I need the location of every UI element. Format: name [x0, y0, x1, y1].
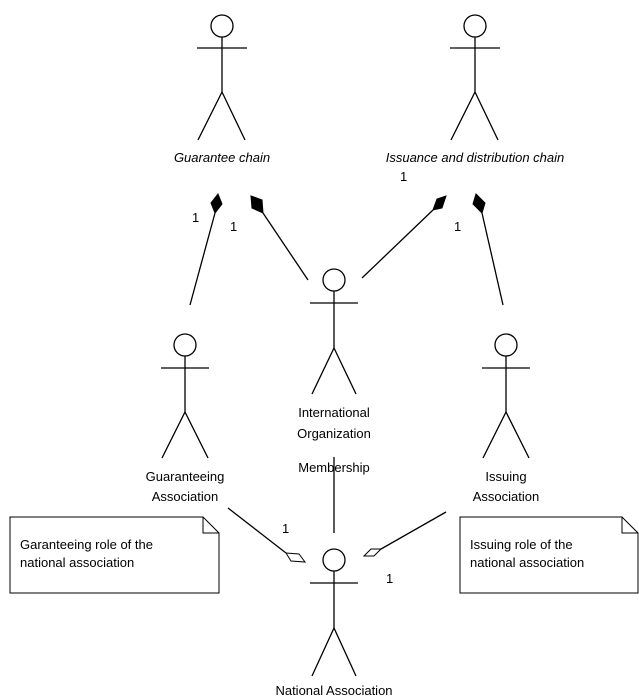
association-label-membership: Membership	[298, 460, 370, 475]
actor-issuance-chain[interactable]: Issuance and distribution chain	[386, 14, 565, 165]
association-line	[262, 212, 309, 281]
actor-label-issuance-chain: Issuance and distribution chain	[386, 150, 565, 165]
actor-national-association[interactable]: National Association	[275, 548, 393, 698]
association-line	[189, 212, 216, 306]
association-line	[227, 507, 287, 554]
actor-label-national-association: National Association	[275, 683, 392, 698]
aggregation-issuing-to-national[interactable]: 1	[362, 511, 447, 586]
actor-figure-icon	[482, 333, 530, 459]
actor-figure-icon	[310, 548, 358, 677]
note-box-icon	[9, 516, 220, 594]
filled-diamond-icon	[250, 195, 264, 214]
actor-label-guaranteeing-assoc-line1: Guaranteeing	[146, 469, 225, 484]
filled-diamond-icon	[472, 193, 486, 214]
actor-international-organization[interactable]: International Organization	[297, 268, 371, 441]
actor-label-issuing-assoc-line1: Issuing	[485, 469, 526, 484]
multiplicity-label: 1	[400, 169, 407, 184]
actor-guarantee-chain[interactable]: Guarantee chain	[174, 14, 270, 165]
filled-diamond-icon	[210, 193, 223, 214]
note-fold-icon	[202, 517, 219, 534]
multiplicity-label: 1	[386, 571, 393, 586]
note-text-line1: Issuing role of the	[470, 537, 573, 552]
open-diamond-icon	[285, 552, 307, 563]
aggregation-guarantee-to-guaranteeing[interactable]: 1	[189, 193, 223, 306]
multiplicity-label: 1	[282, 521, 289, 536]
actor-figure-icon	[197, 14, 247, 141]
note-fold-icon	[621, 517, 638, 534]
multiplicity-label: 1	[230, 219, 237, 234]
open-diamond-icon	[362, 548, 383, 557]
note-guaranteeing-role[interactable]: Garanteeing role of the national associa…	[9, 516, 220, 594]
note-box-icon	[459, 516, 639, 594]
actor-label-international-org-line2: Organization	[297, 426, 371, 441]
multiplicity-label: 1	[454, 219, 461, 234]
actor-figure-icon	[450, 14, 500, 141]
aggregation-issuance-to-issuing[interactable]: 1	[454, 193, 504, 306]
actor-label-international-org-line1: International	[298, 405, 370, 420]
note-issuing-role[interactable]: Issuing role of the national association	[459, 516, 639, 594]
note-text-line1: Garanteeing role of the	[20, 537, 153, 552]
actor-label-guaranteeing-assoc-line2: Association	[152, 489, 218, 504]
aggregation-guaranteeing-to-national[interactable]: 1	[227, 507, 307, 563]
filled-diamond-icon	[432, 195, 447, 211]
association-line	[481, 212, 504, 306]
actor-label-issuing-assoc-line2: Association	[473, 489, 539, 504]
note-text-line2: national association	[470, 555, 584, 570]
note-text-line2: national association	[20, 555, 134, 570]
actor-figure-icon	[161, 333, 209, 459]
actor-issuing-association[interactable]: Issuing Association	[473, 333, 539, 504]
multiplicity-label: 1	[192, 210, 199, 225]
association-membership[interactable]: Membership	[298, 457, 370, 533]
actor-label-guarantee-chain: Guarantee chain	[174, 150, 270, 165]
aggregation-issuance-to-international[interactable]: 1	[361, 169, 447, 279]
association-line	[380, 511, 447, 550]
actor-figure-icon	[310, 268, 358, 395]
aggregation-guarantee-to-international[interactable]: 1	[230, 195, 309, 281]
association-line	[361, 209, 434, 279]
actor-guaranteeing-association[interactable]: Guaranteeing Association	[146, 333, 225, 504]
